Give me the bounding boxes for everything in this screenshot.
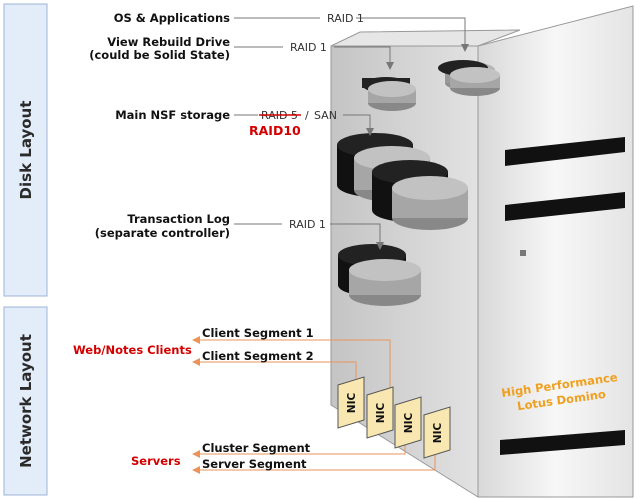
nic-card-4: NIC	[423, 406, 451, 459]
raid-txlog: RAID 1	[289, 218, 326, 231]
txlog-disk	[338, 244, 421, 306]
svg-text:NIC: NIC	[346, 393, 358, 414]
client-segment-2: Client Segment 2	[202, 349, 314, 363]
raid-os: RAID 1	[327, 12, 364, 25]
raid-nsf-sep: /	[305, 109, 309, 122]
network-layout-label: Network Layout	[17, 334, 35, 468]
web-notes-clients-label: Web/Notes Clients	[73, 343, 192, 357]
raid10-label: RAID10	[249, 123, 301, 138]
os-disk-2	[450, 67, 500, 96]
disk-connectors	[234, 17, 469, 250]
nic-card-1: NIC	[337, 376, 365, 429]
raid-rebuild: RAID 1	[290, 41, 327, 54]
server-segment: Server Segment	[202, 457, 307, 471]
rebuild-label-2: (could be Solid State)	[89, 48, 230, 62]
raid-nsf-san: SAN	[314, 109, 337, 122]
txlog-label-2: (separate controller)	[95, 226, 230, 240]
nsf-label: Main NSF storage	[115, 108, 230, 122]
svg-text:NIC: NIC	[432, 423, 444, 444]
txlog-label-1: Transaction Log	[127, 212, 230, 226]
os-label: OS & Applications	[114, 11, 230, 25]
cluster-segment: Cluster Segment	[202, 441, 311, 455]
svg-text:NIC: NIC	[375, 403, 387, 424]
disk-layout-label: Disk Layout	[17, 101, 35, 200]
disk-layout-panel: Disk Layout	[3, 3, 48, 297]
svg-text:NIC: NIC	[403, 413, 415, 434]
rebuild-label-1: View Rebuild Drive	[107, 35, 230, 49]
rebuild-disk	[362, 77, 416, 111]
client-segment-1: Client Segment 1	[202, 326, 314, 340]
nic-card-3: NIC	[394, 396, 422, 449]
nic-card-2: NIC	[366, 386, 394, 439]
servers-label: Servers	[131, 454, 181, 468]
nsf-disk-array	[337, 133, 468, 230]
network-layout-panel: Network Layout	[3, 306, 48, 496]
